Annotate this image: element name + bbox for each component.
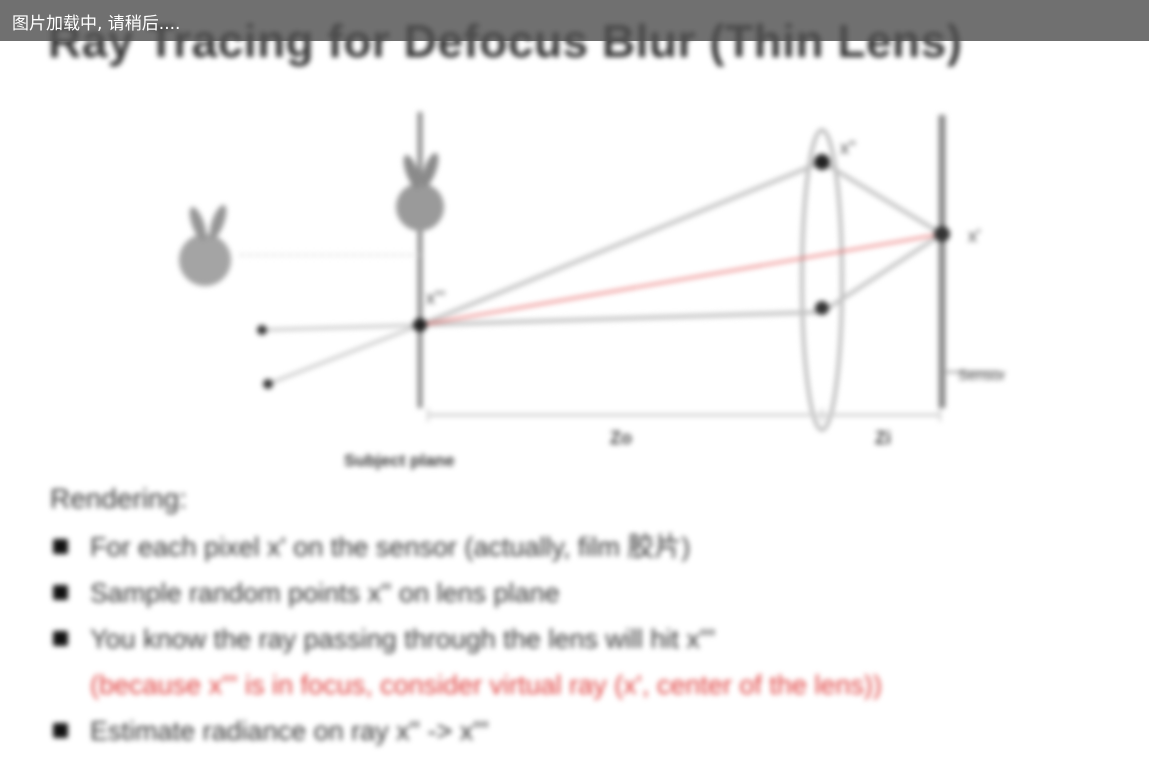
ray-end-upper-dot [257,325,267,335]
label-distance-o: Zo [610,428,632,448]
point-x-prime [934,226,950,242]
bullet-text: For each pixel x' on the sensor (actuall… [90,532,691,562]
bullet-note: (because x''' is in focus, consider virt… [50,662,882,708]
bullet-text: You know the ray passing through the len… [90,624,716,654]
ray-back-upper [261,323,421,332]
rendering-heading: Rendering: [50,483,187,514]
ray-lens-mid [419,310,823,327]
point-x-prime-prime-top [814,154,830,170]
ray-end-lower-dot [263,379,273,389]
ray-lens-top [419,160,823,327]
bunny-icon-far [179,204,231,286]
bullet-item: Estimate radiance on ray x'' -> x''' [50,708,882,754]
label-x-prime-prime-prime: x''' [426,288,445,308]
bullet-dot [53,631,68,646]
bunny-icon-near [396,152,444,231]
bullet-dot [53,539,68,554]
bullet-item: Sample random points x'' on lens plane [50,570,882,616]
label-subject-plane: Subject plane [344,451,455,470]
label-sensor: Sensor [958,367,1006,384]
ray-lens-mid-to-sensor [820,232,944,314]
ray-lens-top-to-sensor [820,160,944,236]
label-x-prime: x' [968,226,980,246]
bullet-item: For each pixel x' on the sensor (actuall… [50,524,882,570]
ray-back-lower [267,323,421,386]
thin-lens [800,128,844,432]
label-distance-i: Zi [875,428,891,448]
thin-lens-diagram: x''' x'' x' Sensor Zo Zi Subject plane [179,112,1006,470]
bullet-text: Estimate radiance on ray x'' -> x''' [90,716,489,746]
virtual-ray-red [419,233,943,326]
note-text: (because x''' is in focus, consider virt… [90,670,882,700]
bullet-dot [53,585,68,600]
bullet-text: Sample random points x'' on lens plane [90,578,560,608]
point-x-prime-prime-prime [413,318,427,332]
label-x-prime-prime: x'' [840,138,856,158]
bullet-list: For each pixel x' on the sensor (actuall… [50,524,882,754]
loading-bar: 图片加载中, 请稍后.... [0,0,1149,41]
bullet-dot [53,723,68,738]
point-x-prime-prime-mid [815,301,829,315]
loading-text: 图片加载中, 请稍后.... [12,14,181,34]
bullet-item: You know the ray passing through the len… [50,616,882,662]
